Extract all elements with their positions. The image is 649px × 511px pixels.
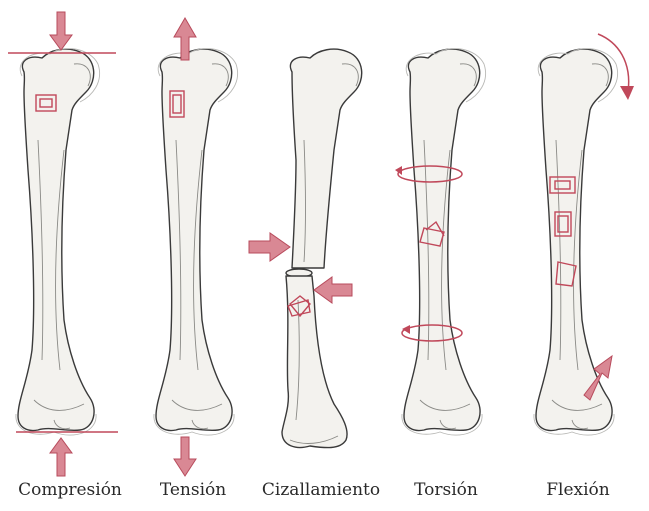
caption-compression: Compresión [18,480,122,500]
compression-arrow-up [50,438,72,476]
panel-tension [154,18,238,476]
panel-torsion [395,49,486,436]
caption-torsion: Torsión [414,480,478,500]
compression-arrow-down [50,12,72,50]
shear-arrow-right [249,233,290,261]
panel-shear [249,49,362,448]
caption-shear: Cizallamiento [262,480,380,500]
panel-compression [8,12,118,476]
shear-arrow-left [314,277,352,303]
tension-arrow-down [174,437,196,476]
caption-tension: Tensión [160,480,226,500]
panel-bending [534,34,634,435]
caption-bending: Flexión [546,480,610,500]
